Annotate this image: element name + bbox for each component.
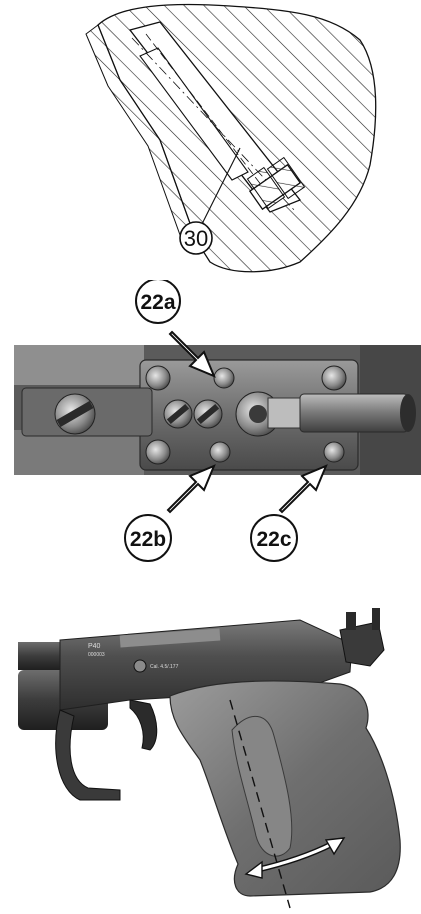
callout-leader [195,147,241,237]
callout-circle-22a [135,280,181,324]
engraving-serial: 000003 [88,652,105,658]
pistol-image: P40 000003 Cal. 4.5/.177 [18,608,401,909]
callout-label-22a: 22a [140,291,175,314]
engraving-caliber: Cal. 4.5/.177 [150,664,179,670]
trigger-guard [55,709,121,801]
rotation-axis [229,699,291,909]
arrow-22c [278,464,328,514]
callout-label-22c: 22c [256,528,291,551]
cross-section-drawing: 30 [85,3,377,273]
technical-drawing: 30 [0,0,421,280]
callout-circle-22c [250,514,298,562]
thumb-rest [231,715,293,857]
screw-22b [209,441,231,463]
arrow-22b [166,464,216,514]
callout-circle-30 [179,221,213,255]
barrel-stub [299,393,409,433]
pistol-grip-photo: P40 000003 Cal. 4.5/.177 [0,600,421,914]
arrow-22a [168,330,216,378]
screw-bore [128,21,306,213]
callout-label-30: 30 [184,226,208,251]
engraving-model: P40 [88,643,101,650]
trigger [129,699,158,751]
rear-sight [339,621,385,667]
callout-label-22b: 22b [130,528,166,551]
callout-circle-22b [124,514,172,562]
screw-22c [323,441,345,463]
sight-adjustment-photo: 22a 22b 22c [0,280,421,570]
rotation-arrow [244,837,346,879]
screw-22a [213,367,235,389]
safety-button [133,659,147,673]
sight-block-image: 22a 22b 22c [14,280,421,562]
